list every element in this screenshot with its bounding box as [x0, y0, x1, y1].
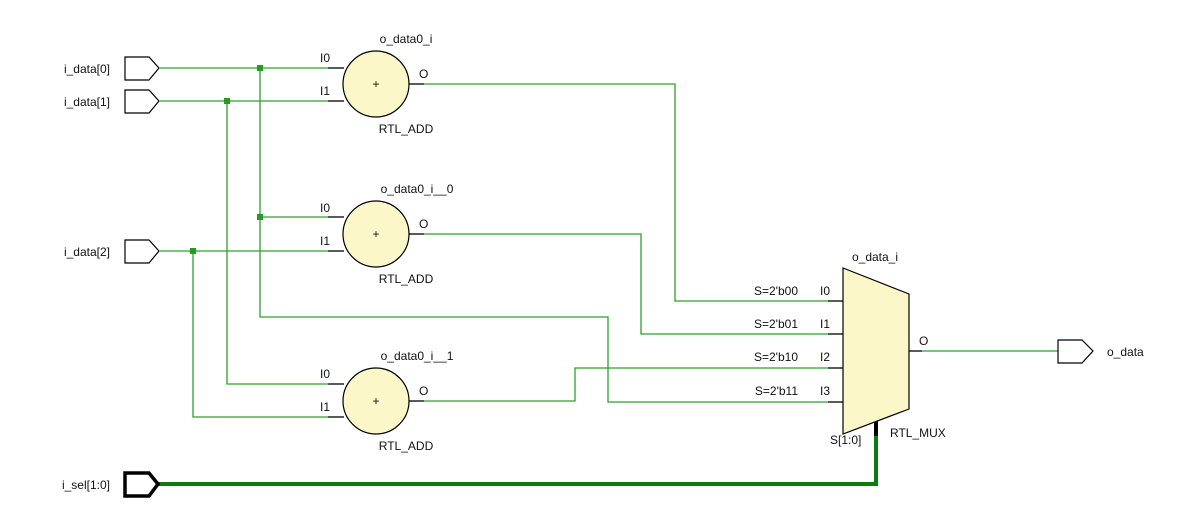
instance-name: o_data_i [852, 250, 898, 264]
port-label: o_data [1107, 345, 1144, 359]
cell-type: RTL_MUX [890, 426, 946, 440]
pin-label-i1: I1 [320, 234, 330, 248]
net-add3-out[interactable] [424, 367, 828, 402]
port-label: i_data[1] [64, 95, 110, 109]
pin-label-o: O [419, 384, 428, 398]
pin-label-i1: I1 [320, 400, 330, 414]
pin-label-o: O [919, 334, 928, 348]
mux-cond-1: S=2'b01 [754, 317, 798, 331]
mux-body [842, 267, 910, 435]
junction-dot [257, 214, 263, 220]
port-label: i_sel[1:0] [62, 478, 110, 492]
net-i_data1-branch[interactable] [226, 101, 328, 385]
adder-body [342, 367, 410, 435]
junction-dot [257, 65, 263, 71]
cell-type: RTL_ADD [379, 439, 434, 453]
net-i_data2-branch[interactable] [192, 251, 328, 418]
mux-cond-0: S=2'b00 [754, 284, 798, 298]
adder-symbol: + [372, 77, 379, 91]
pin-label-select: S[1:0] [830, 433, 861, 447]
net-add2-out[interactable] [424, 233, 828, 335]
adder-o_data0_i__0[interactable]: + o_data0_i__0 I0 I1 O RTL_ADD [320, 182, 454, 286]
port-label: i_data[0] [64, 62, 110, 76]
input-port-i_data0[interactable]: i_data[0] [64, 56, 160, 81]
input-port-i_data2[interactable]: i_data[2] [64, 239, 160, 264]
net-add1-out[interactable] [424, 83, 828, 302]
input-port-i_sel[interactable]: i_sel[1:0] [62, 471, 161, 498]
adder-body [342, 50, 410, 118]
instance-name: o_data0_i__0 [381, 182, 454, 196]
adder-symbol: + [372, 227, 379, 241]
mux-o_data_i[interactable]: o_data_i S=2'b00 S=2'b01 S=2'b10 S=2'b11… [754, 250, 946, 447]
pin-label-i0: I0 [820, 284, 830, 298]
cell-type: RTL_ADD [379, 272, 434, 286]
output-port-o_data[interactable]: o_data [1057, 339, 1144, 364]
junction-dot [190, 248, 196, 254]
pin-label-i0: I0 [320, 367, 330, 381]
adder-body [342, 200, 410, 268]
pin-label-i3: I3 [820, 384, 830, 398]
mux-cond-2: S=2'b10 [754, 350, 798, 364]
pin-label-o: O [419, 67, 428, 81]
pin-label-i0: I0 [320, 51, 330, 65]
port-label: i_data[2] [64, 245, 110, 259]
pin-label-i2: I2 [820, 350, 830, 364]
adder-o_data0_i[interactable]: + o_data0_i I0 I1 O RTL_ADD [320, 32, 434, 136]
input-port-i_data1[interactable]: i_data[1] [64, 89, 160, 114]
instance-name: o_data0_i [380, 32, 433, 46]
junction-dot [224, 98, 230, 104]
pin-label-i0: I0 [320, 201, 330, 215]
pin-label-i1: I1 [320, 84, 330, 98]
mux-cond-3: S=2'b11 [755, 384, 798, 398]
instance-name: o_data0_i__1 [381, 349, 454, 363]
net-i_data0-branch[interactable] [259, 68, 828, 403]
net-i_sel[interactable] [158, 436, 878, 486]
pin-label-o: O [419, 217, 428, 231]
pin-label-i1: I1 [820, 317, 830, 331]
adder-o_data0_i__1[interactable]: + o_data0_i__1 I0 I1 O RTL_ADD [320, 349, 454, 453]
adder-symbol: + [372, 394, 379, 408]
cell-type: RTL_ADD [379, 122, 434, 136]
